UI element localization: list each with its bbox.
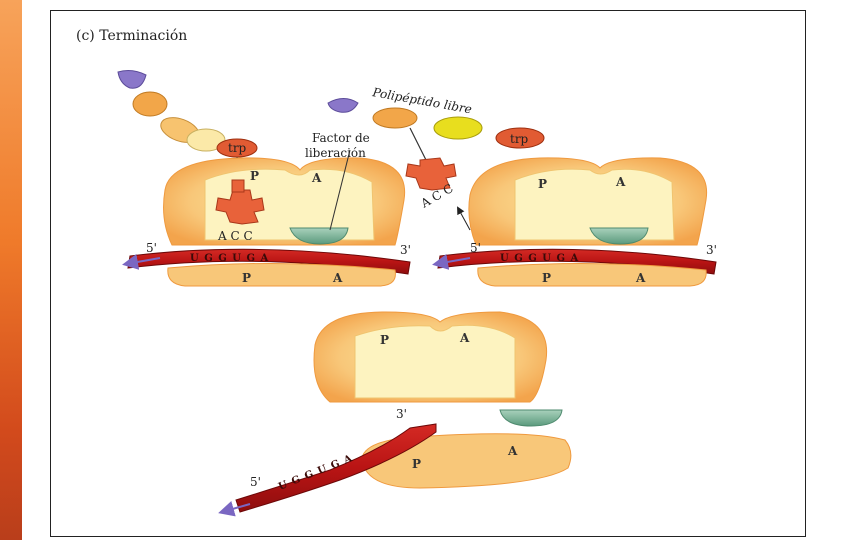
factor-label-2: liberación <box>305 146 366 160</box>
factor-label-1: Factor de <box>312 131 370 145</box>
free-bead-yellow <box>433 116 483 140</box>
slide-side-bar <box>0 0 22 540</box>
small-site-a: A <box>332 271 343 285</box>
free-bead-trp <box>495 127 545 149</box>
five-prime-label: 5' <box>146 241 157 255</box>
bead-orange <box>132 91 168 117</box>
mrna-strand-2 <box>437 248 717 275</box>
free-site-p: P <box>380 333 389 347</box>
free-small-site-a: A <box>507 444 518 458</box>
three-prime-label: 3' <box>400 243 411 257</box>
free-five-prime: 5' <box>250 475 261 489</box>
release-arrow <box>457 206 471 231</box>
free-bead-purple <box>327 98 359 113</box>
factor-pointer <box>329 149 351 231</box>
small-site-p-2: P <box>542 271 551 285</box>
release-factor <box>289 227 349 245</box>
release-factor-2 <box>589 227 649 245</box>
free-mrna <box>235 423 437 513</box>
trna <box>215 189 265 225</box>
small-subunit <box>167 262 396 287</box>
free-bead-orange <box>372 107 418 129</box>
three-prime-label-2: 3' <box>706 243 717 257</box>
mrna-codons: U G G U G A <box>190 253 269 264</box>
small-subunit-2 <box>477 262 707 287</box>
mrna-arrow <box>122 254 161 270</box>
free-mrna-arrow <box>218 501 251 517</box>
free-trp-label: trp <box>510 132 529 146</box>
mrna-arrow-2 <box>432 254 471 270</box>
trp-label: trp <box>228 141 247 155</box>
bead-purple <box>117 70 147 89</box>
site-a-label: A <box>311 171 322 185</box>
bead-cream <box>186 128 226 152</box>
site-p-label-2: P <box>538 177 547 191</box>
anticodon-label: A C C <box>217 229 253 243</box>
five-prime-label-2: 5' <box>470 241 481 255</box>
large-subunit-free-cavity <box>354 324 516 399</box>
large-subunit-cavity-2 <box>514 168 675 241</box>
release-factor-free <box>499 409 563 427</box>
mrna-codons-2: U G G U G A <box>500 253 579 264</box>
free-site-a: A <box>459 331 470 345</box>
free-small-site-p: P <box>412 457 421 471</box>
site-p-label: P <box>250 169 259 183</box>
small-site-a-2: A <box>635 271 646 285</box>
ribosome-panel-2: Polipéptido libre trp A C C P A U G G U … <box>327 85 717 287</box>
site-a-label-2: A <box>615 175 626 189</box>
free-three-prime: 3' <box>396 407 407 421</box>
small-site-p: P <box>242 271 251 285</box>
dissociated-panel: P A P A U G G U G A 5' 3' <box>218 311 572 517</box>
trna-acceptor <box>231 179 245 193</box>
ribosome-panel-1: trp P A A C C Factor de liberación U G G… <box>117 70 411 287</box>
figure-title: (c) Terminación <box>76 28 187 44</box>
mrna-strand <box>127 248 411 275</box>
free-trna <box>405 157 457 191</box>
